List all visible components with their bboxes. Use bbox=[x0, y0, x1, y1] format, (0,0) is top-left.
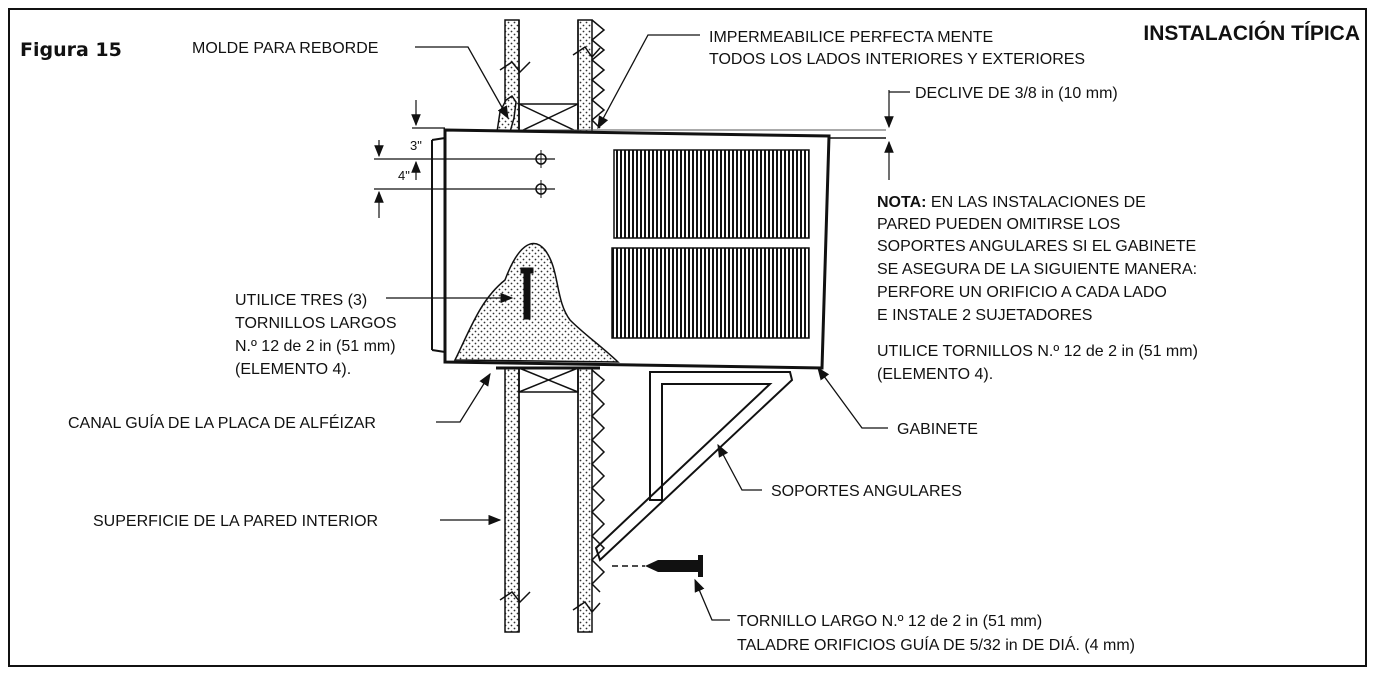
wall-upper bbox=[496, 19, 606, 133]
wall-lower bbox=[496, 366, 606, 633]
cabinet bbox=[431, 128, 886, 370]
label-utilice-2: TORNILLOS LARGOS bbox=[235, 315, 397, 332]
label-canal: CANAL GUÍA DE LA PLACA DE ALFÉIZAR bbox=[68, 413, 376, 432]
label-utilice-3: N.º 12 de 2 in (51 mm) bbox=[235, 338, 396, 355]
angle-bracket bbox=[594, 371, 794, 562]
upper-grille bbox=[613, 149, 810, 239]
internal-screw bbox=[520, 267, 534, 320]
label-molde: MOLDE PARA REBORDE bbox=[192, 40, 378, 57]
label-gabinete: GABINETE bbox=[897, 421, 978, 438]
label-impermeabilice-1: IMPERMEABILICE PERFECTA MENTE bbox=[709, 29, 993, 46]
figure-border bbox=[8, 8, 1367, 667]
leader-impermeabilice bbox=[597, 34, 700, 130]
leader-tornillo bbox=[694, 578, 730, 621]
figure-title: INSTALACIÓN TÍPICA bbox=[1143, 21, 1360, 45]
nota-bold: NOTA: bbox=[877, 194, 926, 211]
label-tornillo-largo-2: TALADRE ORIFICIOS GUÍA DE 5/32 in DE DIÁ… bbox=[737, 635, 1135, 654]
lower-grille bbox=[611, 247, 810, 339]
label-tornillo-largo-1: TORNILLO LARGO N.º 12 de 2 in (51 mm) bbox=[737, 613, 1042, 630]
leader-gabinete bbox=[817, 366, 888, 429]
leader-molde bbox=[415, 46, 509, 120]
dim-4in: 4" bbox=[398, 168, 410, 183]
label-nota-4: SE ASEGURA DE LA SIGUIENTE MANERA: bbox=[877, 261, 1197, 278]
cutaway-view bbox=[453, 242, 620, 363]
leader-canal bbox=[436, 372, 491, 423]
figure-label: Figura 15 bbox=[20, 39, 122, 61]
label-superficie: SUPERFICIE DE LA PARED INTERIOR bbox=[93, 513, 378, 530]
label-nota-5: PERFORE UN ORIFICIO A CADA LADO bbox=[877, 284, 1167, 301]
long-screw bbox=[612, 555, 703, 577]
label-nota-6: E INSTALE 2 SUJETADORES bbox=[877, 307, 1092, 324]
nota-line-1: EN LAS INSTALACIONES DE bbox=[926, 194, 1145, 211]
label-nota-2: PARED PUEDEN OMITIRSE LOS bbox=[877, 216, 1120, 233]
slope-marker bbox=[884, 90, 910, 180]
label-soportes: SOPORTES ANGULARES bbox=[771, 483, 962, 500]
dimension-markers bbox=[374, 100, 555, 218]
label-tornillos-1: UTILICE TORNILLOS N.º 12 de 2 in (51 mm) bbox=[877, 343, 1198, 360]
label-utilice-4: (ELEMENTO 4). bbox=[235, 361, 351, 378]
label-impermeabilice-2: TODOS LOS LADOS INTERIORES Y EXTERIORES bbox=[709, 51, 1085, 68]
dim-3in: 3" bbox=[410, 138, 422, 153]
label-declive: DECLIVE DE 3/8 in (10 mm) bbox=[915, 85, 1118, 102]
label-tornillos-2: (ELEMENTO 4). bbox=[877, 366, 993, 383]
label-utilice-1: UTILICE TRES (3) bbox=[235, 292, 367, 309]
label-nota-3: SOPORTES ANGULARES SI EL GABINETE bbox=[877, 238, 1196, 255]
leader-soportes bbox=[717, 443, 762, 491]
label-nota-1: NOTA: EN LAS INSTALACIONES DE bbox=[877, 194, 1146, 211]
